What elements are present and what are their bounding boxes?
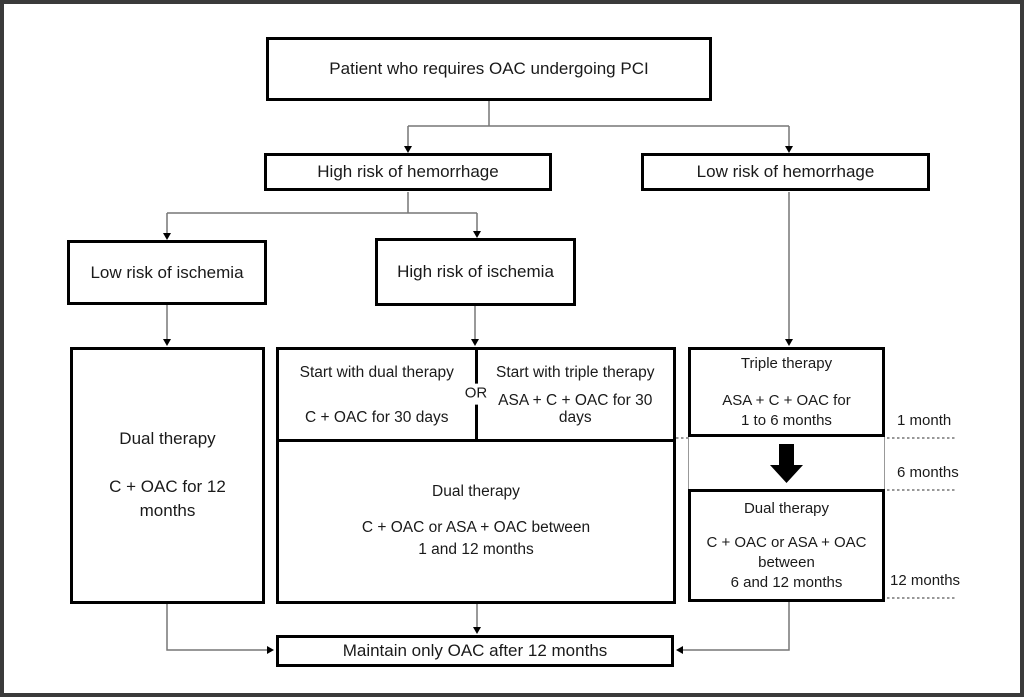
therapy-line1: C + OAC or ASA + OAC [706,534,867,551]
node-low-risk-hemorrhage: Low risk of hemorrhage [641,153,930,191]
node-label: Low risk of hemorrhage [696,162,875,182]
therapy-detail: C + OAC for 12 months [109,477,226,521]
node-low-risk-ischemia: Low risk of ischemia [67,240,267,305]
therapy-title: Triple therapy [740,355,833,372]
therapy-detail: C + OAC or ASA + OAC between 6 and 12 mo… [706,533,866,593]
node-label: Low risk of ischemia [90,262,244,282]
therapy-detail: C + OAC or ASA + OAC between 1 and 12 mo… [362,517,590,561]
therapy-detail: ASA + C + OAC for 1 to 6 months [722,391,850,431]
therapy-line3: 6 and 12 months [730,574,843,591]
therapy-line2: between [758,554,815,571]
node-label: Patient who requires OAC undergoing PCI [329,59,649,79]
section-divider [279,439,673,442]
node-dual-therapy-1-12-months: Dual therapy C + OAC or ASA + OAC betwee… [279,442,673,601]
timeline-label-12-months: 12 months [890,572,961,589]
node-dual-therapy-6-12-months: Dual therapy C + OAC or ASA + OAC betwee… [688,489,885,602]
node-label: High risk of ischemia [397,262,554,282]
node-patient-oac-pci: Patient who requires OAC undergoing PCI [266,37,712,101]
therapy-line2: 1 and 12 months [418,541,534,559]
node-triple-therapy-1-6-months: Triple therapy ASA + C + OAC for 1 to 6 … [688,347,885,437]
timeline-label-6-months: 6 months [897,464,959,481]
therapy-line1: C + OAC or ASA + OAC between [361,519,591,537]
therapy-options-row: Start with dual therapy C + OAC for 30 d… [279,350,673,439]
option-line1: Start with triple therapy [495,364,655,381]
therapy-title: Dual therapy [432,482,520,500]
node-high-ischemia-therapy-options: Start with dual therapy C + OAC for 30 d… [276,347,676,604]
node-dual-therapy-12-months: Dual therapy C + OAC for 12 months [70,347,265,604]
transition-region [688,437,885,489]
therapy-line2: 1 to 6 months [741,412,832,429]
node-label: High risk of hemorrhage [317,162,499,182]
option-line1: Start with dual therapy [299,364,454,381]
option-start-dual-therapy: Start with dual therapy C + OAC for 30 d… [279,350,478,439]
option-line2: C + OAC for 30 days [305,409,449,426]
node-label: Maintain only OAC after 12 months [342,641,608,661]
therapy-line1: ASA + C + OAC for [722,392,851,409]
therapy-title: Dual therapy [743,500,830,517]
node-maintain-only-oac: Maintain only OAC after 12 months [276,635,674,667]
timeline-label-1-month: 1 month [897,412,952,429]
option-start-triple-therapy: Start with triple therapy ASA + C + OAC … [478,350,674,439]
node-high-risk-hemorrhage: High risk of hemorrhage [264,153,552,191]
therapy-title: Dual therapy [119,428,216,448]
or-label: OR [461,383,491,405]
node-high-risk-ischemia: High risk of ischemia [375,238,576,306]
option-line2: ASA + C + OAC for 30 days [498,392,653,426]
